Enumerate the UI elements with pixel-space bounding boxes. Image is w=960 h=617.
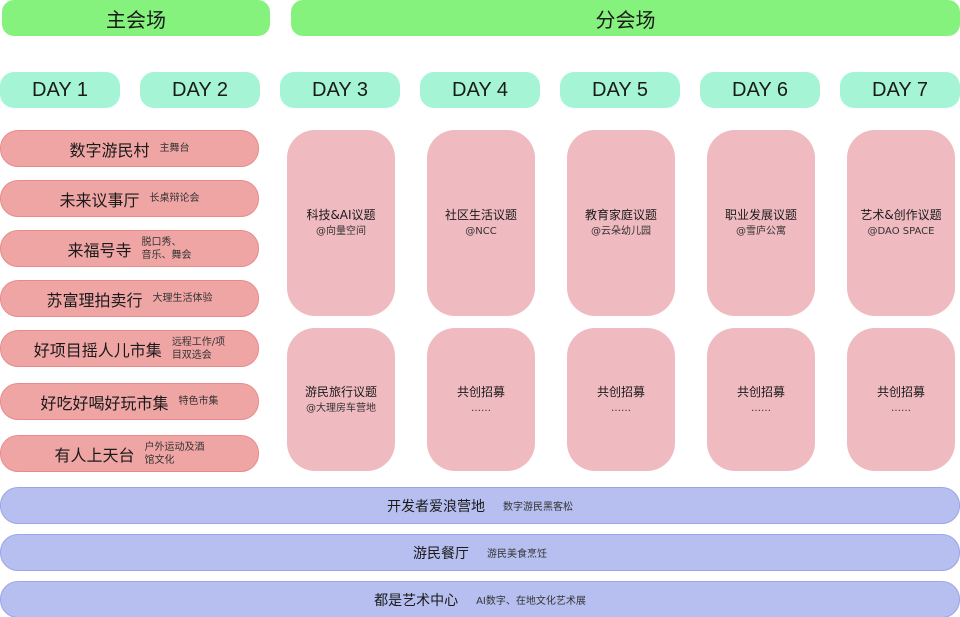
day-7-pill: DAY 7 xyxy=(840,72,960,108)
topic-title: 共创招募 xyxy=(736,384,785,399)
day-1-pill: DAY 1 xyxy=(0,72,120,108)
branch-venue-header: 分会场 xyxy=(291,0,960,36)
day-label: DAY 1 xyxy=(32,78,88,101)
topic-location: @NCC xyxy=(465,226,497,237)
topic-title: 共创招募 xyxy=(876,384,925,399)
topic-card: 共创招募 …… xyxy=(707,328,815,471)
topic-location: …… xyxy=(611,402,631,414)
program-name: 游民餐厅 xyxy=(413,545,469,562)
main-venue-header: 主会场 xyxy=(2,0,270,36)
topic-location: …… xyxy=(751,402,771,414)
program-subtitle: AI数字、在地文化艺术展 xyxy=(476,596,586,607)
branch-venue-label: 分会场 xyxy=(595,7,656,32)
day-label: DAY 2 xyxy=(172,78,228,101)
venue-subtitle: 户外运动及酒 馆文化 xyxy=(144,441,205,466)
day-6-pill: DAY 6 xyxy=(700,72,820,108)
topic-location: …… xyxy=(891,402,911,414)
day-label: DAY 4 xyxy=(452,78,508,101)
topic-title: 游民旅行议题 xyxy=(304,384,377,399)
topic-card: 职业发展议题 @雪庐公寓 xyxy=(707,130,815,316)
venue-subtitle: 脱口秀、 音乐、舞会 xyxy=(141,236,192,261)
venue-name: 好项目摇人儿市集 xyxy=(33,340,162,360)
topic-location: …… xyxy=(471,402,491,414)
day-5-pill: DAY 5 xyxy=(560,72,680,108)
topic-location: @云朵幼儿园 xyxy=(591,226,651,237)
topic-title: 艺术&创作议题 xyxy=(860,208,942,222)
topic-title: 共创招募 xyxy=(456,384,505,399)
venue-item: 数字游民村 主舞台 xyxy=(0,130,259,167)
topic-title: 教育家庭议题 xyxy=(584,208,657,222)
program-subtitle: 游民美食烹饪 xyxy=(487,549,547,560)
venue-name: 来福号寺 xyxy=(67,240,132,260)
venue-item: 好项目摇人儿市集 远程工作/项 目双选会 xyxy=(0,330,259,367)
topic-title: 科技&AI议题 xyxy=(306,208,376,222)
venue-item: 来福号寺 脱口秀、 音乐、舞会 xyxy=(0,230,259,267)
venue-item: 好吃好喝好玩市集 特色市集 xyxy=(0,383,259,420)
topic-location: @DAO SPACE xyxy=(867,226,935,237)
venue-item: 未来议事厅 长桌辩论会 xyxy=(0,180,259,217)
program-bar: 都是艺术中心 AI数字、在地文化艺术展 xyxy=(0,581,960,617)
venue-subtitle: 特色市集 xyxy=(178,396,219,407)
day-label: DAY 6 xyxy=(732,78,788,101)
topic-card: 社区生活议题 @NCC xyxy=(427,130,535,316)
program-bar: 开发者爱浪营地 数字游民黑客松 xyxy=(0,487,960,524)
topic-card: 教育家庭议题 @云朵幼儿园 xyxy=(567,130,675,316)
day-label: DAY 5 xyxy=(592,78,648,101)
day-label: DAY 7 xyxy=(872,78,928,101)
topic-location: @大理房车营地 xyxy=(306,402,376,414)
program-bar: 游民餐厅 游民美食烹饪 xyxy=(0,534,960,571)
venue-subtitle: 长桌辩论会 xyxy=(149,193,200,204)
day-3-pill: DAY 3 xyxy=(280,72,400,108)
topic-title: 职业发展议题 xyxy=(724,208,797,222)
venue-subtitle: 大理生活体验 xyxy=(152,293,213,304)
program-name: 开发者爱浪营地 xyxy=(387,498,485,515)
venue-name: 苏富理拍卖行 xyxy=(46,290,143,310)
venue-name: 数字游民村 xyxy=(69,140,150,160)
topic-card: 共创招募 …… xyxy=(567,328,675,471)
topic-card: 共创招募 …… xyxy=(847,328,955,471)
venue-name: 有人上天台 xyxy=(54,445,135,465)
topic-title: 共创招募 xyxy=(596,384,645,399)
program-subtitle: 数字游民黑客松 xyxy=(503,502,573,513)
topic-card: 科技&AI议题 @向量空间 xyxy=(287,130,395,316)
venue-subtitle: 远程工作/项 目双选会 xyxy=(171,336,226,361)
topic-card: 共创招募 …… xyxy=(427,328,535,471)
venue-item: 苏富理拍卖行 大理生活体验 xyxy=(0,280,259,317)
topic-card: 艺术&创作议题 @DAO SPACE xyxy=(847,130,955,316)
venue-name: 好吃好喝好玩市集 xyxy=(40,393,169,413)
program-name: 都是艺术中心 xyxy=(374,592,459,609)
venue-subtitle: 主舞台 xyxy=(159,143,190,154)
day-2-pill: DAY 2 xyxy=(140,72,260,108)
day-4-pill: DAY 4 xyxy=(420,72,540,108)
topic-location: @向量空间 xyxy=(316,226,366,237)
topic-card: 游民旅行议题 @大理房车营地 xyxy=(287,328,395,471)
venue-name: 未来议事厅 xyxy=(59,190,140,210)
main-venue-label: 主会场 xyxy=(106,7,166,32)
day-label: DAY 3 xyxy=(312,78,368,101)
venue-item: 有人上天台 户外运动及酒 馆文化 xyxy=(0,435,259,472)
topic-title: 社区生活议题 xyxy=(444,208,517,222)
topic-location: @雪庐公寓 xyxy=(736,226,786,237)
